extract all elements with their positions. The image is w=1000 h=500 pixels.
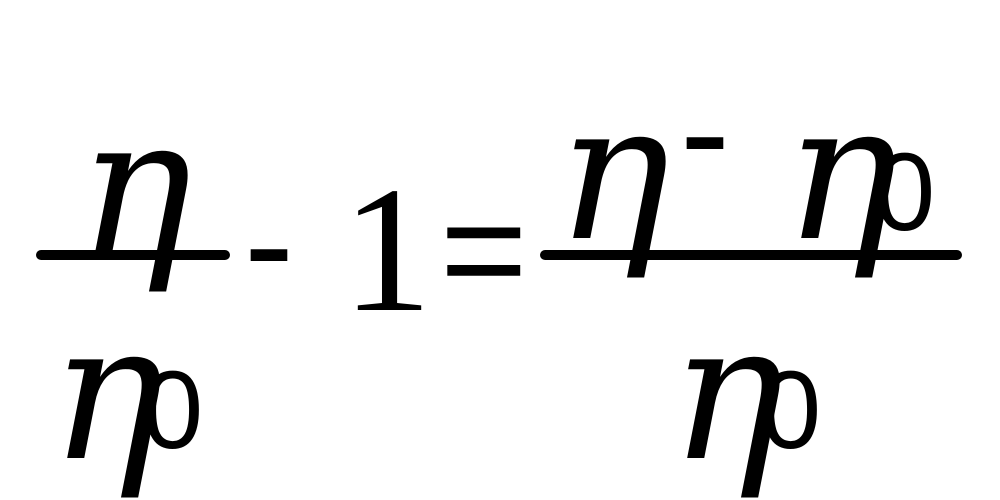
equals-sign: = <box>440 165 528 333</box>
minus-sign: - <box>244 159 294 327</box>
left-denominator-eta: η <box>50 282 164 500</box>
left-fraction-bar <box>36 250 230 260</box>
right-numerator-subscript: 0 <box>874 131 936 254</box>
right-fraction-bar <box>540 250 962 260</box>
right-numerator-minus: - <box>680 47 730 215</box>
left-denominator-subscript: 0 <box>142 349 204 472</box>
right-numerator-eta: η <box>556 62 670 283</box>
right-numerator-eta-zero: η <box>784 62 898 283</box>
left-numerator-eta: η <box>78 76 192 297</box>
right-denominator-subscript: 0 <box>760 349 822 472</box>
number-one: 1 <box>342 150 432 349</box>
right-denominator-eta: η <box>670 282 784 500</box>
